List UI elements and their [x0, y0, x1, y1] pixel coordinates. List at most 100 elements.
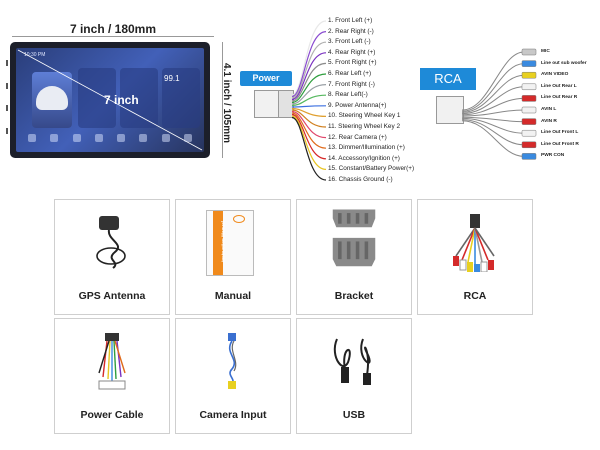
accessory-card-manual: Instruction Manual Manual	[175, 199, 291, 315]
rca-output-label: MIC	[541, 49, 550, 54]
manual-cover-text: Instruction Manual	[220, 221, 226, 262]
power-wire-label: 8. Rear Left(-)	[328, 91, 368, 99]
car-widget	[32, 72, 72, 128]
power-cable-icon	[98, 333, 126, 390]
accessory-card-bracket: Bracket	[296, 199, 412, 315]
rca-plug	[521, 129, 537, 137]
gps-antenna-icon	[96, 216, 126, 269]
power-wire	[291, 109, 327, 128]
dock-app-icon	[139, 134, 148, 142]
power-wire	[291, 41, 327, 99]
rca-plug	[521, 83, 537, 91]
rca-plug	[521, 118, 537, 125]
power-wire	[291, 94, 327, 107]
accessory-label: Camera Input	[199, 409, 267, 421]
screen: 10:30 PM 99.1 7 inch	[16, 48, 204, 152]
power-wire-label: 2. Rear Right (-)	[328, 27, 374, 35]
power-cable-connector	[254, 90, 280, 118]
power-wire-label: 4. Rear Right (+)	[328, 48, 376, 56]
rca-wire	[461, 51, 525, 111]
power-wire-label: 13. Dimmer/Illumination (+)	[328, 144, 405, 152]
power-wire	[291, 113, 327, 160]
accessory-card-camera-input: Camera Input	[175, 318, 291, 434]
accessory-label: Power Cable	[80, 409, 144, 421]
app-dock	[28, 134, 192, 146]
rca-output-label: Line Out Front R	[541, 141, 579, 147]
rca-badge: RCA	[420, 68, 476, 90]
power-wire	[291, 20, 327, 96]
rca-plug	[521, 48, 537, 56]
accessory-label: GPS Antenna	[78, 290, 146, 302]
rca-output-label: AVIN R	[541, 118, 557, 124]
power-wire	[291, 105, 327, 108]
brand-logo	[233, 215, 245, 223]
manual-icon: Instruction Manual	[206, 210, 254, 276]
rca-plug	[521, 106, 537, 114]
power-wire	[291, 115, 327, 170]
radio-frequency: 99.1	[164, 74, 180, 83]
usb-cable-icon	[333, 338, 371, 385]
rca-output-label: PWR CON	[541, 153, 565, 159]
rca-wire	[461, 117, 525, 134]
power-wire-label: 9. Power Antenna(+)	[328, 101, 387, 109]
dock-app-icon	[50, 134, 59, 142]
rca-cable-icon	[453, 214, 495, 272]
rca-wire	[461, 74, 525, 113]
diagonal-line	[17, 49, 203, 151]
accessory-card-usb: USB	[296, 318, 412, 434]
screen-clock: 10:30 PM	[24, 52, 46, 58]
power-wire-label: 15. Constant/Battery Power(+)	[328, 165, 415, 173]
width-dimension-label: 7 inch / 180mm	[69, 22, 157, 36]
power-wire-label: 6. Rear Left (+)	[328, 69, 372, 77]
rca-plug	[521, 71, 537, 79]
manual-spine	[213, 211, 223, 275]
rca-wire	[461, 116, 525, 123]
rca-wire	[461, 63, 525, 112]
home-tile-nav	[78, 68, 116, 128]
power-wire-label: 7. Front Right (-)	[328, 80, 375, 88]
home-tile-music	[120, 68, 158, 128]
rca-plug	[521, 153, 537, 160]
rca-plug	[521, 141, 537, 149]
power-cable-wire-list: 1. Front Left (+)2. Rear Right (-)3. Fro…	[328, 16, 414, 186]
power-wire-label: 3. Front Left (-)	[328, 38, 371, 46]
power-wire	[291, 112, 327, 149]
rca-wire	[461, 109, 525, 117]
rca-wire	[461, 86, 525, 115]
power-wire	[291, 62, 327, 102]
rca-output-label: Line Out Front L	[541, 130, 579, 136]
bracket-icon	[332, 209, 376, 267]
power-wire	[291, 107, 327, 117]
accessory-card-power-cable: Power Cable	[54, 318, 170, 434]
power-cable-badge: Power Cable	[240, 71, 292, 98]
rca-output-label: Line out sub woofer	[541, 60, 587, 66]
accessory-label: USB	[342, 409, 366, 421]
rca-wire	[461, 97, 525, 116]
rca-wires	[461, 48, 537, 160]
camera-cable-icon	[228, 333, 237, 389]
dock-app-icon	[117, 134, 126, 142]
power-wire	[291, 31, 327, 98]
car-icon	[36, 86, 68, 110]
power-wire	[291, 73, 327, 104]
accessory-label: Manual	[214, 290, 252, 302]
dock-app-icon	[94, 134, 103, 142]
power-wire-label: 14. Accessory/Ignition (+)	[328, 154, 400, 162]
dock-app-icon	[183, 134, 192, 142]
dock-app-icon	[28, 134, 36, 142]
accessory-label: RCA	[463, 290, 487, 302]
power-wire	[291, 110, 327, 139]
power-wire-label: 5. Front Right (+)	[328, 59, 377, 67]
home-tile-radio	[162, 68, 200, 128]
head-unit: 10:30 PM 99.1 7 inch	[6, 42, 210, 158]
rca-wire	[461, 119, 525, 146]
power-wire-label: 11. Steering Wheel Key 2	[328, 122, 400, 130]
screen-size-label: 7 inch	[104, 93, 139, 107]
power-wire	[291, 84, 327, 105]
rca-plug	[521, 60, 537, 67]
power-wire-label: 16. Chassis Ground (-)	[328, 175, 393, 183]
power-wire-label: 12. Rear Camera (+)	[328, 133, 387, 141]
power-wire	[291, 116, 327, 181]
rca-output-label: AVIN L	[541, 106, 557, 112]
